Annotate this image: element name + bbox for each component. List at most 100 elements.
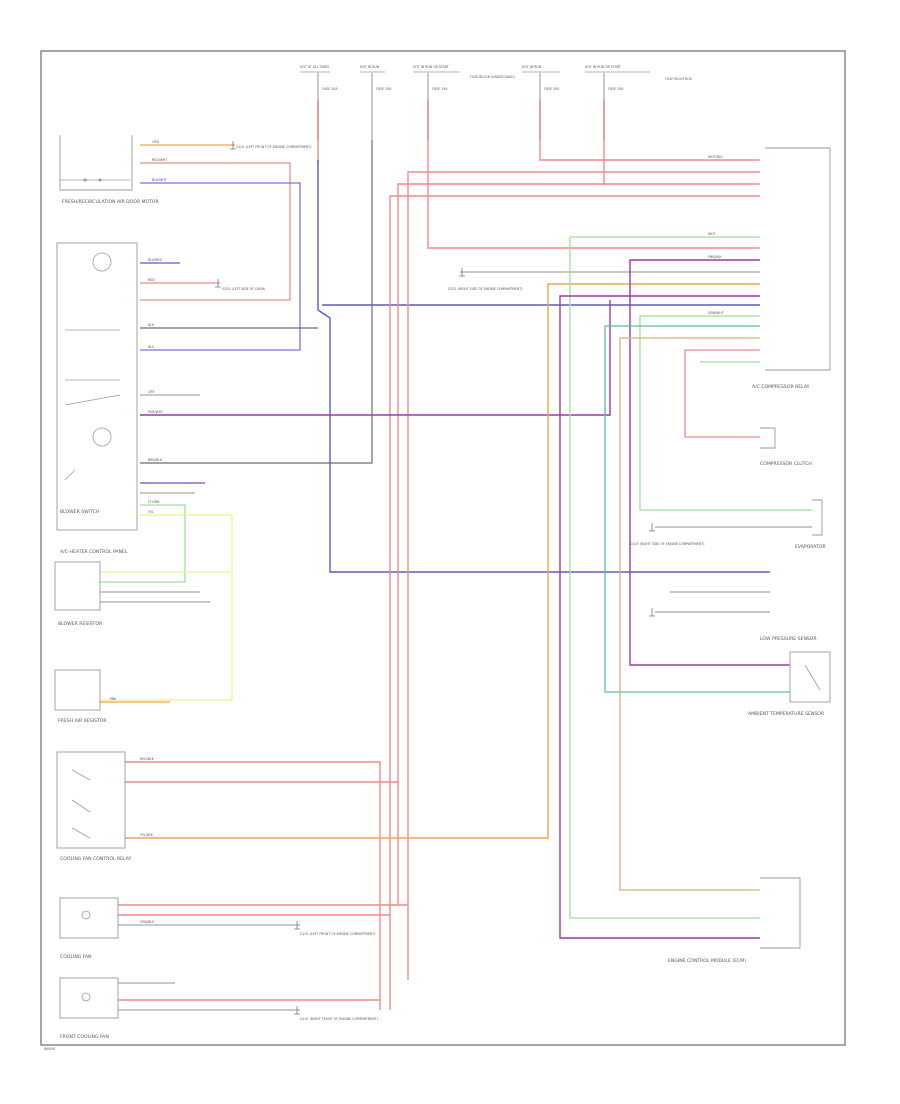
- wire-label-lt-grn: LT GRN: [148, 500, 160, 504]
- ground-label-3: G102 (RIGHT SIDE OF ENGINE COMPARTMENT): [448, 287, 522, 291]
- wire-label-gry: GRY: [148, 390, 154, 394]
- fuse-5-rating: FUSE 10A: [608, 87, 624, 91]
- wire-red-trunk-b: [397, 183, 760, 905]
- wire-red-trunk-c: [389, 195, 760, 1010]
- wire-label-pnk-blk: PNK/BLK: [708, 255, 722, 259]
- wire-label-blk: BLK: [148, 323, 155, 327]
- wire-blk-switch: [140, 140, 373, 464]
- wire-red-fuse3: [427, 100, 760, 249]
- cooling-fan-motor-icon: [81, 910, 91, 920]
- fresh-air-resistor-label: FRESH AIR RESISTOR: [58, 718, 107, 724]
- ecm-box: [760, 877, 801, 949]
- ecm-label: ENGINE CONTROL MODULE (ECM): [668, 958, 746, 964]
- wire-red-fuse4: [539, 100, 760, 161]
- engine-control-module: ENGINE CONTROL MODULE (ECM): [668, 877, 801, 964]
- wire-teal-ambient: [604, 325, 790, 693]
- wire-label-pnk: PNK: [110, 697, 117, 701]
- fuse-block-label-1: FUSE BLOCK (UNDER DASH): [470, 75, 515, 79]
- panel-knob-2: [92, 427, 112, 447]
- evaporator: EVAPORATOR: [795, 499, 826, 550]
- fuse-2-source-label: HOT IN RUN: [360, 65, 380, 69]
- fuse-source-4: HOT IN RUN FUSE 30A: [522, 65, 560, 140]
- fuse-source-2: HOT IN RUN FUSE 10A: [360, 65, 392, 140]
- fuse-4-source-label: HOT IN RUN: [522, 65, 542, 69]
- ac-control-panel-label: A/C-HEATER CONTROL PANEL: [60, 549, 128, 555]
- front-cooling-fan-box: [59, 977, 119, 1019]
- fuse-block-label-2: FUSE RELAY BOX: [665, 77, 693, 81]
- fresh-air-resistor: FRESH AIR RESISTOR: [54, 669, 107, 724]
- ambient-temp-sensor-label: AMBIENT TEMPERATURE SENSOR: [748, 711, 825, 717]
- wire-pur-panel: [140, 300, 611, 416]
- wire-tan-ecm: [619, 337, 760, 891]
- diagram-footer-code: W0000: [44, 1047, 55, 1051]
- ac-control-panel: BLOWER SWITCH A/C-HEATER CONTROL PANEL: [56, 242, 138, 555]
- fuse-4-rating: FUSE 30A: [544, 87, 560, 91]
- ground-symbols: [215, 141, 655, 1015]
- wire-red-trunk-a: [407, 171, 760, 980]
- compressor-clutch-box: [760, 427, 776, 449]
- fuse-2-rating: FUSE 10A: [376, 87, 392, 91]
- low-pressure-sensor-label: LOW PRESSURE SENSOR: [760, 636, 817, 642]
- ground-label-5: G101 (LEFT FRONT OF ENGINE COMPARTMENT): [300, 932, 375, 936]
- ground-label-4: G103 (RIGHT SIDE OF ENGINE COMPARTMENT): [630, 542, 704, 546]
- ground-symbol-2: [215, 279, 221, 288]
- ground-symbol-5: [649, 608, 655, 617]
- blower-resistor-box: [54, 561, 101, 611]
- wire-yel-switch: [100, 514, 233, 701]
- fuse-source-1: HOT AT ALL TIMES FUSE 20A: [300, 65, 338, 140]
- wire-label-wht: WHT: [708, 232, 716, 236]
- wire-label-yel: YEL: [148, 510, 154, 514]
- cooling-fan-control-box: [56, 751, 126, 849]
- wire-label-yel-blk: YEL/BLK: [140, 833, 154, 837]
- wire-label-wht-blu: WHT/BLU: [708, 155, 723, 159]
- fuse-5-source-label: HOT IN RUN OR START: [585, 65, 621, 69]
- fuse-3-source-label: HOT IN RUN OR START: [413, 65, 449, 69]
- wire-label-red: RED: [148, 278, 155, 282]
- ground-symbol-7: [294, 1006, 300, 1015]
- wire-label-grn-blk: GRN/BLK: [140, 920, 155, 924]
- wire-blu-vertical: [317, 160, 770, 573]
- ground-symbol-1: [230, 141, 236, 150]
- evaporator-box: [812, 499, 823, 536]
- wire-grn-evap: [639, 315, 812, 511]
- fuse-source-5: HOT IN RUN OR START FUSE 10A FUSE RELAY …: [585, 65, 693, 140]
- cooling-fan-control-relay: COOLING FAN CONTROL RELAY: [56, 751, 132, 862]
- wire-layer: [100, 100, 812, 1011]
- wire-red-clutch: [684, 349, 760, 438]
- ambient-temp-sensor-box: [789, 651, 831, 703]
- cooling-fan-control-label: COOLING FAN CONTROL RELAY: [60, 856, 132, 862]
- wire-label-blu-red: BLU/RED: [148, 258, 162, 262]
- blower-resistor: BLOWER RESISTOR: [54, 561, 103, 627]
- ac-compressor-relay-label: A/C COMPRESSOR RELAY: [752, 384, 810, 390]
- ground-symbol-3: [459, 268, 465, 277]
- wire-pur-ecm: [559, 295, 760, 939]
- ground-label-6: G102 (RIGHT FRONT OF ENGINE COMPARTMENT): [300, 1017, 378, 1021]
- cooling-fan-label: COOLING FAN: [60, 954, 92, 960]
- ground-callouts: G101 (LEFT FRONT OF ENGINE COMPARTMENT) …: [222, 145, 704, 1021]
- wire-label-grn-wht: GRN/WHT: [708, 311, 724, 315]
- wire-grn-switch: [100, 504, 186, 583]
- wire-red-relay-1: [125, 761, 381, 1010]
- wire-label-brn-blk: BRN/BLK: [148, 458, 163, 462]
- front-cooling-fan-label: FRONT COOLING FAN: [60, 1034, 109, 1040]
- wire-blu-actuator: [140, 182, 301, 351]
- ground-label-2: G201 (LEFT SIDE OF DASH): [222, 287, 265, 291]
- wire-label-blu: BLU: [148, 345, 155, 349]
- cooling-fan-box: [59, 897, 119, 939]
- wire-org-relay: [125, 283, 760, 839]
- ac-compressor-relay: A/C COMPRESSOR RELAY: [752, 147, 831, 390]
- fuse-1-rating: FUSE 20A: [322, 87, 338, 91]
- ground-symbol-4: [649, 523, 655, 532]
- fuse-3-rating: FUSE 15A: [432, 87, 448, 91]
- panel-knob-1: [92, 252, 112, 272]
- wire-label-blu-wht: BLU/WHT: [152, 178, 167, 182]
- fresh-air-resistor-box: [54, 669, 101, 711]
- wire-label-org: ORG: [152, 140, 160, 144]
- compressor-clutch-label: COMPRESSOR CLUTCH: [760, 461, 812, 467]
- low-pressure-sensor: LOW PRESSURE SENSOR: [760, 636, 817, 642]
- cooling-fan: COOLING FAN: [59, 897, 119, 960]
- wire-grn-ecm: [569, 237, 760, 919]
- wire-red-actuator: [140, 162, 291, 301]
